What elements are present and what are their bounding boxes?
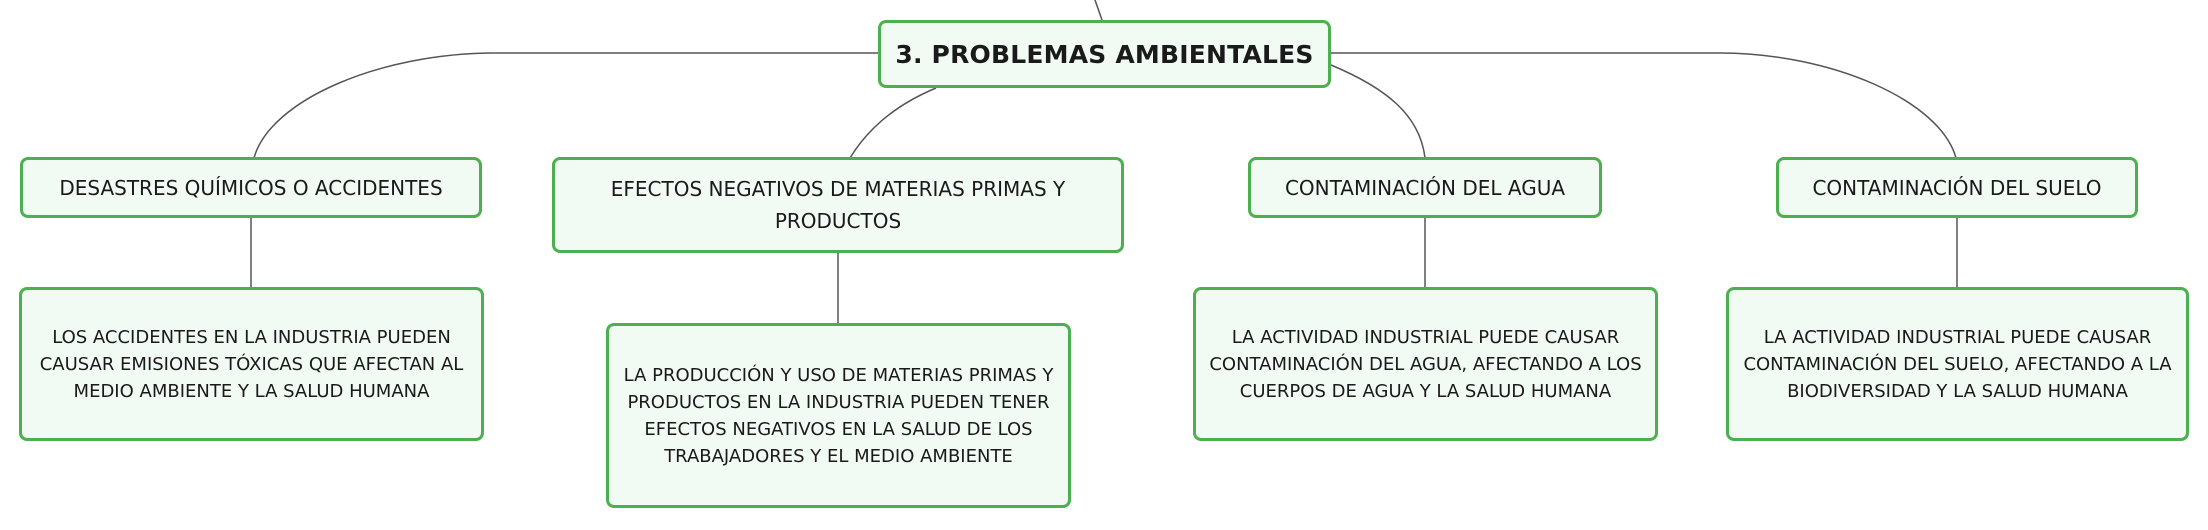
detail-node-text: LA ACTIVIDAD INDUSTRIAL PUEDE CAUSAR CON… xyxy=(1209,326,1642,402)
detail-node-desastres-quimicos[interactable]: LOS ACCIDENTES EN LA INDUSTRIA PUEDEN CA… xyxy=(19,287,484,441)
topic-node-label: EFECTOS NEGATIVOS DE MATERIAS PRIMAS Y P… xyxy=(610,177,1066,233)
connector-root-topic-2 xyxy=(849,87,937,159)
connector-root-topic-4 xyxy=(1331,52,1957,159)
detail-node-text: LOS ACCIDENTES EN LA INDUSTRIA PUEDEN CA… xyxy=(39,326,464,402)
topic-node-label: CONTAMINACIÓN DEL AGUA xyxy=(1284,175,1566,200)
root-node-label: 3. PROBLEMAS AMBIENTALES xyxy=(895,39,1314,69)
detail-node-contaminacion-suelo[interactable]: LA ACTIVIDAD INDUSTRIAL PUEDE CAUSAR CON… xyxy=(1726,287,2189,441)
detail-node-text: LA ACTIVIDAD INDUSTRIAL PUEDE CAUSAR CON… xyxy=(1743,326,2172,402)
topic-node-label: DESASTRES QUÍMICOS O ACCIDENTES xyxy=(59,175,443,200)
topic-node-contaminacion-agua[interactable]: CONTAMINACIÓN DEL AGUA xyxy=(1248,157,1602,218)
topic-node-desastres-quimicos[interactable]: DESASTRES QUÍMICOS O ACCIDENTES xyxy=(20,157,482,218)
connector-parent xyxy=(1094,0,1103,21)
detail-node-efectos-negativos[interactable]: LA PRODUCCIÓN Y USO DE MATERIAS PRIMAS Y… xyxy=(606,323,1071,508)
topic-node-contaminacion-suelo[interactable]: CONTAMINACIÓN DEL SUELO xyxy=(1776,157,2138,218)
connector-root-topic-1 xyxy=(253,52,878,159)
topic-node-label: CONTAMINACIÓN DEL SUELO xyxy=(1812,175,2102,200)
connector-root-topic-3 xyxy=(1330,64,1426,159)
topic-node-efectos-negativos[interactable]: EFECTOS NEGATIVOS DE MATERIAS PRIMAS Y P… xyxy=(552,157,1124,253)
detail-node-text: LA PRODUCCIÓN Y USO DE MATERIAS PRIMAS Y… xyxy=(623,364,1054,467)
root-node[interactable]: 3. PROBLEMAS AMBIENTALES xyxy=(878,20,1331,88)
detail-node-contaminacion-agua[interactable]: LA ACTIVIDAD INDUSTRIAL PUEDE CAUSAR CON… xyxy=(1193,287,1658,441)
